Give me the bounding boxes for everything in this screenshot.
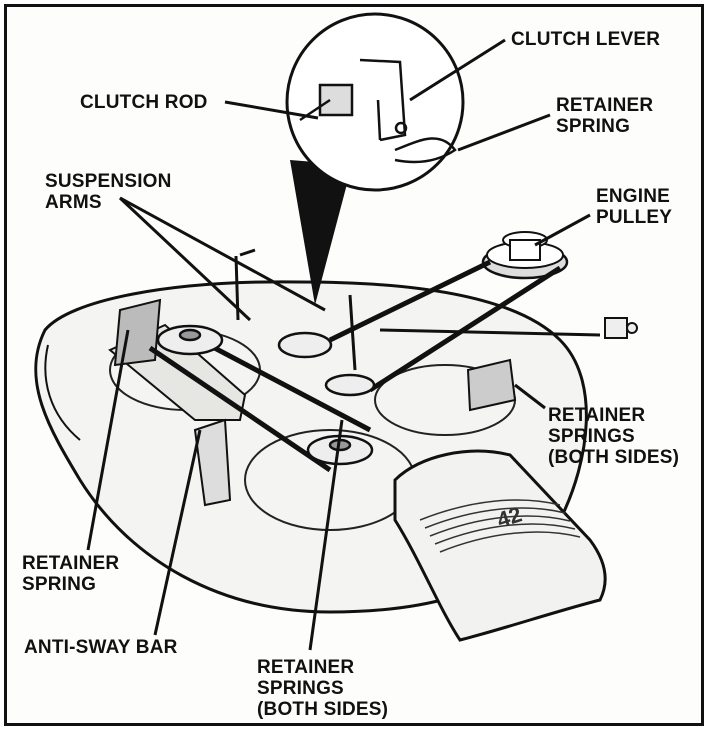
label-clutch-rod: CLUTCH ROD: [80, 92, 208, 113]
label-retainer-springs-right: RETAINER SPRINGS (BOTH SIDES): [548, 405, 680, 468]
label-anti-sway-bar: ANTI-SWAY BAR: [24, 637, 178, 658]
clutch-lever-inset: [285, 12, 465, 192]
leader-lines: [86, 38, 591, 651]
leader-retainer-springs-bottom: [308, 419, 344, 651]
label-retainer-spring-top: RETAINER SPRING: [556, 95, 654, 137]
inset-cone: [290, 160, 352, 305]
front-bracket: [193, 418, 232, 507]
drive-belts: [148, 259, 562, 473]
leader-engine-pulley: [534, 213, 591, 247]
label-suspension-arms: SUSPENSION ARMS: [45, 171, 172, 213]
discharge-chute: [393, 449, 607, 642]
leader-retainer-springs-right: [514, 383, 546, 410]
leader-anti-sway-bar: [153, 429, 202, 636]
deck-rim: [44, 344, 81, 441]
inset-lever: [299, 58, 457, 164]
leader-retainer-spring-top: [457, 113, 551, 152]
leader-clutch-lever: [409, 38, 506, 102]
label-retainer-spring-left: RETAINER SPRING: [22, 553, 120, 595]
right-retainer-plate: [466, 358, 517, 412]
leader-retainer-spring-left: [86, 329, 130, 551]
label-engine-pulley: ENGINE PULLEY: [596, 186, 673, 228]
label-clutch-lever: CLUTCH LEVER: [511, 29, 661, 50]
leader-clutch-rod: [224, 100, 319, 120]
label-retainer-springs-bottom: RETAINER SPRINGS (BOTH SIDES): [257, 657, 389, 720]
leader-suspension-arm-2: [119, 196, 326, 312]
leader-suspension-arm-1: [118, 196, 252, 322]
rod-fitting: [604, 317, 638, 339]
left-bracket: [113, 298, 162, 367]
clutch-rod: [379, 328, 601, 337]
